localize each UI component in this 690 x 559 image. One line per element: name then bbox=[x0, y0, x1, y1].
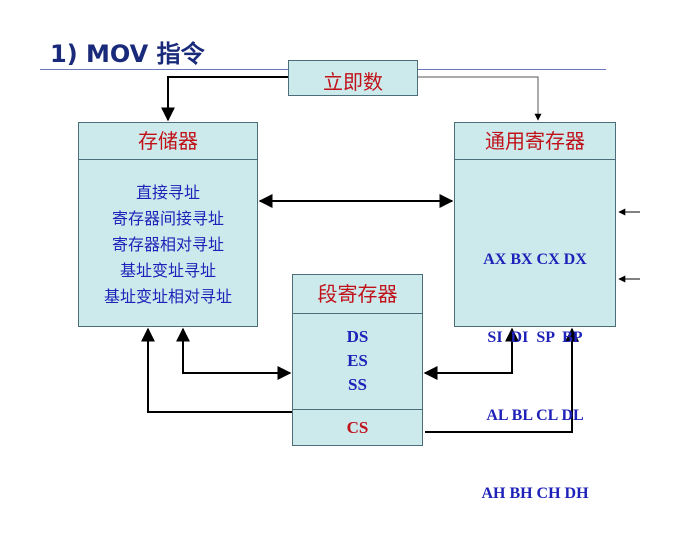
arrow-immediate-to-gpr bbox=[418, 76, 542, 121]
connection-arrows bbox=[141, 76, 640, 433]
gpr-header: 通用寄存器 bbox=[455, 123, 615, 160]
page-title: 1) MOV 指令 bbox=[50, 40, 205, 68]
segment-register: DS bbox=[346, 327, 369, 346]
segment-box: 段寄存器 DS ES SS CS bbox=[292, 274, 423, 446]
register-row: SI DI SP BP bbox=[487, 329, 583, 346]
gpr-register-list: AX BX CX DX SI DI SP BP AL BL CL DL AH B… bbox=[455, 195, 615, 559]
arrow-memory-segment bbox=[176, 327, 292, 380]
segment-header: 段寄存器 bbox=[293, 275, 422, 314]
segment-register: SS bbox=[348, 375, 367, 394]
register-row: AL BL CL DL bbox=[486, 407, 584, 424]
immediate-box: 立即数 bbox=[288, 60, 418, 96]
segment-register: ES bbox=[347, 351, 368, 370]
register-row: AH BH CH DH bbox=[481, 485, 589, 502]
arrow-gpr-segment bbox=[423, 327, 519, 380]
gpr-label: 通用寄存器 bbox=[485, 129, 585, 153]
gpr-box: 通用寄存器 AX BX CX DX SI DI SP BP AL BL CL D… bbox=[454, 122, 616, 502]
immediate-label: 立即数 bbox=[323, 70, 383, 94]
register-row: AX BX CX DX bbox=[483, 251, 587, 268]
segment-register-list: DS ES SS bbox=[293, 325, 422, 397]
memory-label: 存储器 bbox=[138, 129, 198, 153]
memory-box: 存储器 直接寻址 寄存器间接寻址 寄存器相对寻址 基址变址寻址 基址变址相对寻址 bbox=[78, 122, 258, 327]
arrow-cs-to-gpr bbox=[425, 327, 579, 433]
addressing-mode: 寄存器间接寻址 bbox=[111, 209, 224, 228]
addressing-mode: 寄存器相对寻址 bbox=[111, 235, 224, 254]
addressing-mode-list: 直接寻址 寄存器间接寻址 寄存器相对寻址 基址变址寻址 基址变址相对寻址 bbox=[79, 180, 257, 310]
memory-header: 存储器 bbox=[79, 123, 257, 160]
arrow-cs-to-memory bbox=[141, 327, 292, 413]
cs-divider bbox=[293, 409, 422, 410]
addressing-mode: 基址变址寻址 bbox=[119, 261, 216, 280]
arrow-immediate-to-memory bbox=[161, 76, 288, 122]
addressing-mode: 基址变址相对寻址 bbox=[103, 287, 232, 306]
addressing-mode: 直接寻址 bbox=[135, 183, 200, 202]
cs-register: CS bbox=[346, 418, 369, 437]
segment-label: 段寄存器 bbox=[317, 282, 398, 306]
